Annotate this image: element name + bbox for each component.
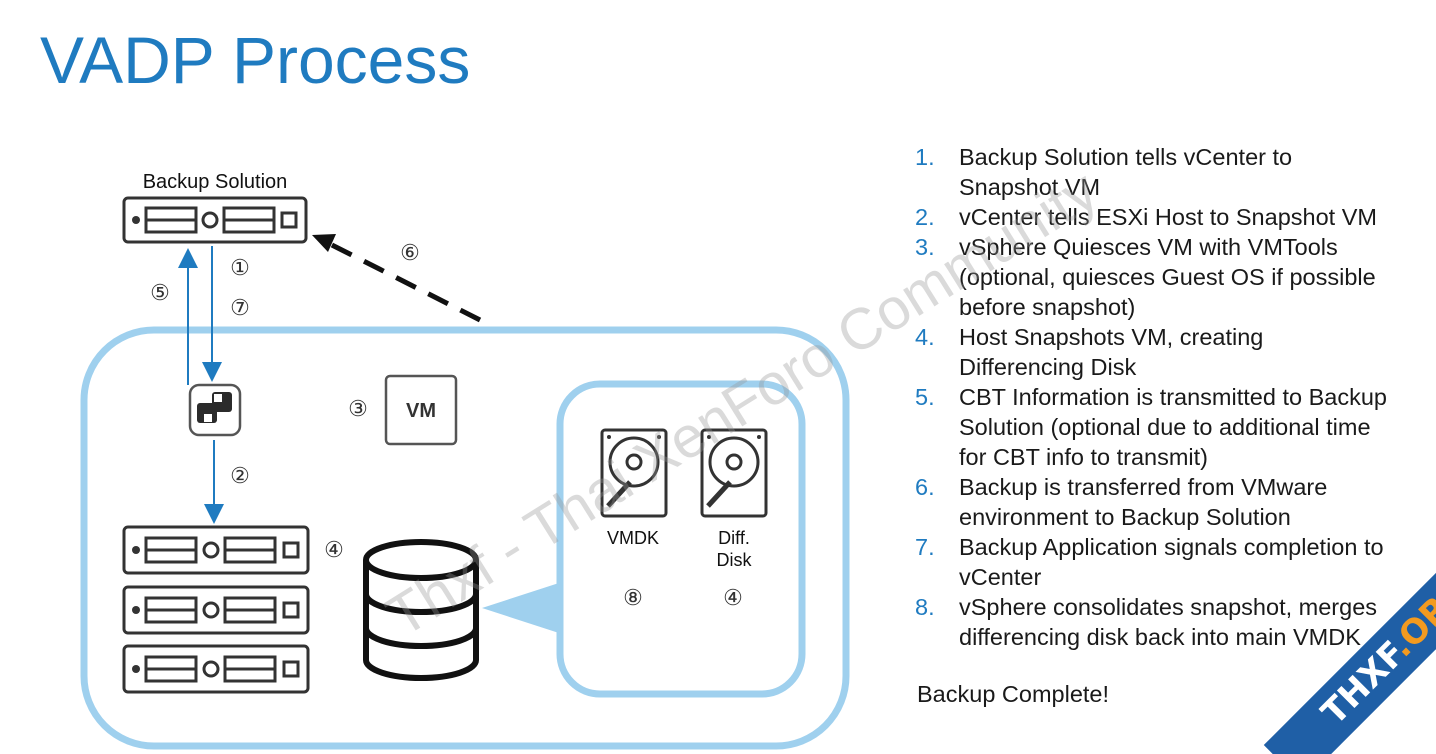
step-number: 6.: [915, 474, 935, 500]
datastore-callout: [482, 582, 562, 634]
arrow-step6-head: [312, 234, 336, 252]
backup-solution-server-icon: [122, 196, 308, 244]
step-text-line: differencing disk back into main VMDK: [959, 624, 1361, 650]
step-text-line: Backup is transferred from VMware: [959, 474, 1328, 500]
diff-disk-label-line1: Diff.: [718, 528, 750, 548]
marker-2: ②: [230, 463, 250, 488]
step-item: 1. Backup Solution tells vCenter to Snap…: [915, 142, 1430, 202]
step-item: 3. vSphere Quiesces VM with VMTools (opt…: [915, 232, 1430, 322]
step-item: 8. vSphere consolidates snapshot, merges…: [915, 592, 1430, 652]
step-number: 4.: [915, 324, 935, 350]
step-number: 5.: [915, 384, 935, 410]
step-text-line: for CBT info to transmit): [959, 444, 1208, 470]
vmdk-disk-icon: [600, 428, 668, 518]
step-item: 2. vCenter tells ESXi Host to Snapshot V…: [915, 202, 1430, 232]
esxi-host-server-icon: [122, 525, 310, 694]
vmdk-label: VMDK: [607, 528, 659, 548]
marker-6: ⑥: [400, 240, 420, 265]
step-text-line: Host Snapshots VM, creating: [959, 324, 1264, 350]
datastore-container: [556, 380, 806, 698]
diff-disk-label-line2: Disk: [717, 550, 753, 570]
step-number: 2.: [915, 204, 935, 230]
marker-4-diff: ④: [723, 585, 743, 610]
vcenter-icon: [188, 383, 242, 437]
step-text-line: environment to Backup Solution: [959, 504, 1291, 530]
step-text-line: vSphere Quiesces VM with VMTools: [959, 234, 1338, 260]
marker-4-host: ④: [324, 537, 344, 562]
vm-label: VM: [406, 400, 436, 422]
step-text-line: vCenter: [959, 564, 1042, 590]
arrow-step6-dashed: [328, 241, 482, 323]
backup-complete-text: Backup Complete!: [917, 681, 1110, 707]
diff-disk-icon: [700, 428, 768, 518]
backup-solution-label: Backup Solution: [143, 171, 288, 193]
step-text-line: Backup Solution tells vCenter to: [959, 144, 1293, 170]
step-number: 3.: [915, 234, 935, 260]
step-item: 4. Host Snapshots VM, creating Differenc…: [915, 322, 1430, 382]
step-text-line: (optional, quiesces Guest OS if possible: [959, 264, 1376, 290]
step-number: 1.: [915, 144, 935, 170]
marker-7: ⑦: [230, 295, 250, 320]
datastore-database-icon: [363, 539, 479, 681]
banner-band: THXF.ORG: [1263, 518, 1436, 754]
marker-8: ⑧: [623, 585, 643, 610]
step-number: 8.: [915, 594, 935, 620]
vadp-diagram: Backup Solution ① ⑦ ⑤ ⑥ ②: [80, 171, 850, 750]
step-text-line: vSphere consolidates snapshot, merges: [959, 594, 1378, 620]
vm-icon: VM: [384, 374, 458, 446]
step-text-line: Backup Application signals completion to: [959, 534, 1384, 560]
step-text-line: Differencing Disk: [959, 354, 1137, 380]
marker-3: ③: [348, 396, 368, 421]
step-text-line: vCenter tells ESXi Host to Snapshot VM: [959, 204, 1377, 230]
vmware-environment-container: [80, 326, 850, 750]
marker-1: ①: [230, 255, 250, 280]
step-item: 6. Backup is transferred from VMware env…: [915, 472, 1430, 532]
step-item: 7. Backup Application signals completion…: [915, 532, 1430, 592]
step-item: 5. CBT Information is transmitted to Bac…: [915, 382, 1430, 472]
step-text-line: before snapshot): [959, 294, 1136, 320]
step-text-line: Snapshot VM: [959, 174, 1101, 200]
corner-banner: THXF.ORG: [1196, 514, 1436, 754]
step-text-line: CBT Information is transmitted to Backup: [959, 384, 1387, 410]
step-text-line: Solution (optional due to additional tim…: [959, 414, 1371, 440]
marker-5: ⑤: [150, 280, 170, 305]
step-number: 7.: [915, 534, 935, 560]
process-steps-list: 1. Backup Solution tells vCenter to Snap…: [915, 142, 1430, 652]
page-title: VADP Process: [40, 23, 471, 97]
